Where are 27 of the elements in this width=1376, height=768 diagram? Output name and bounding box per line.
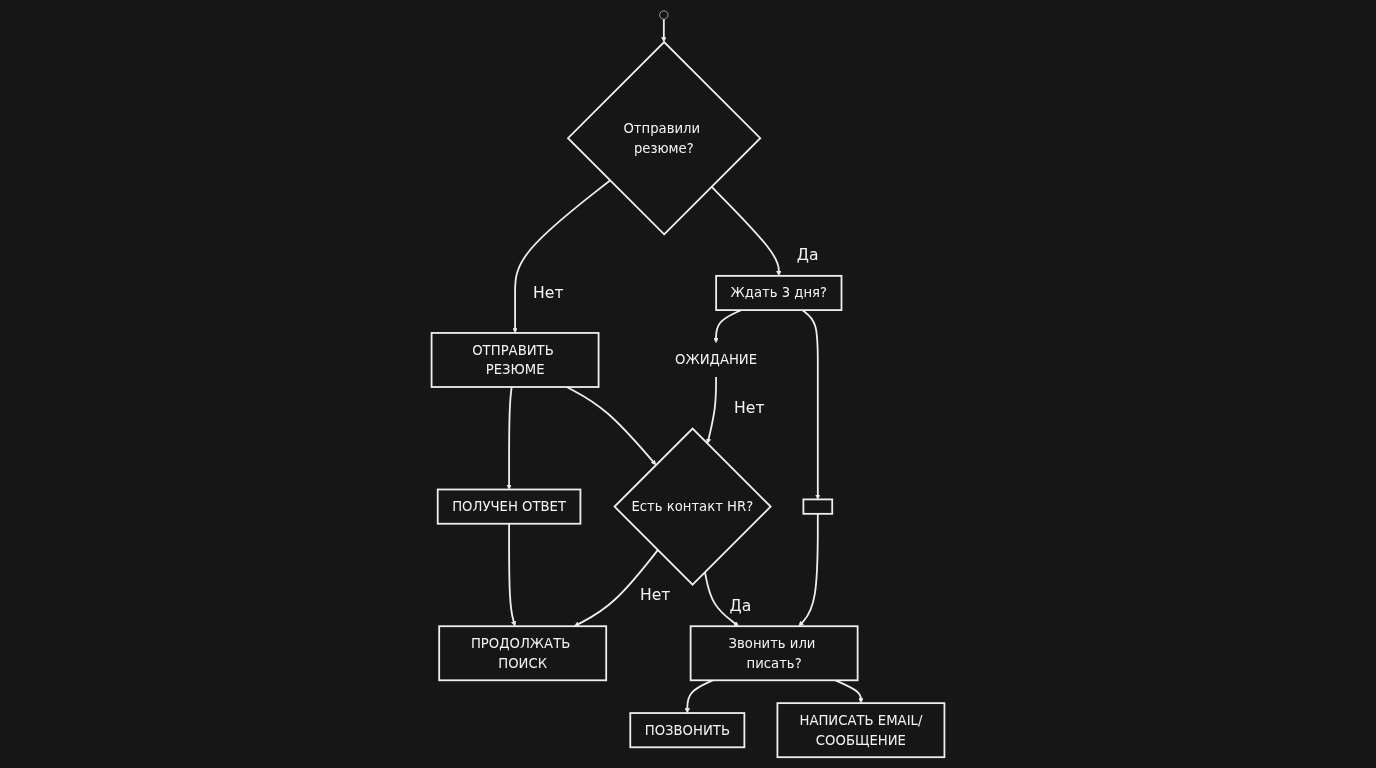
edge-label: Да	[729, 596, 752, 615]
start-dot	[659, 10, 669, 20]
process-box: ПРОДОЛЖАТЬ ПОИСК	[438, 625, 608, 682]
arrow	[512, 179, 611, 334]
arrow	[710, 185, 782, 277]
process-box: НАПИСАТЬ EMAIL/СООБЩЕНИЕ	[776, 702, 946, 759]
process-box: Звонить или писать?	[689, 625, 859, 682]
decision-diamond: Отправили резюме?	[566, 40, 762, 236]
process-box: ПОЗВОНИТЬ	[629, 712, 746, 749]
arrow	[798, 512, 819, 627]
arrow	[506, 386, 513, 490]
process-box: ОТПРАВИТЬ РЕЗЮМЕ	[430, 332, 600, 388]
step-label: ОЖИДАНИЕ	[675, 352, 758, 368]
arrow	[705, 376, 717, 444]
arrow	[801, 309, 821, 500]
arrow	[574, 549, 659, 627]
arrow	[661, 18, 667, 43]
arrow	[704, 571, 739, 627]
edge-label: Да	[796, 245, 819, 265]
arrow	[684, 679, 714, 714]
process-box: ПОЛУЧЕН ОТВЕТ	[436, 488, 582, 525]
arrow	[565, 386, 657, 466]
arrow	[834, 679, 864, 704]
process-box: Ждать 3 дня?	[715, 274, 843, 311]
arrow	[508, 522, 517, 627]
process-box	[802, 498, 834, 515]
decision-diamond: Есть контакт HR?	[613, 427, 772, 586]
